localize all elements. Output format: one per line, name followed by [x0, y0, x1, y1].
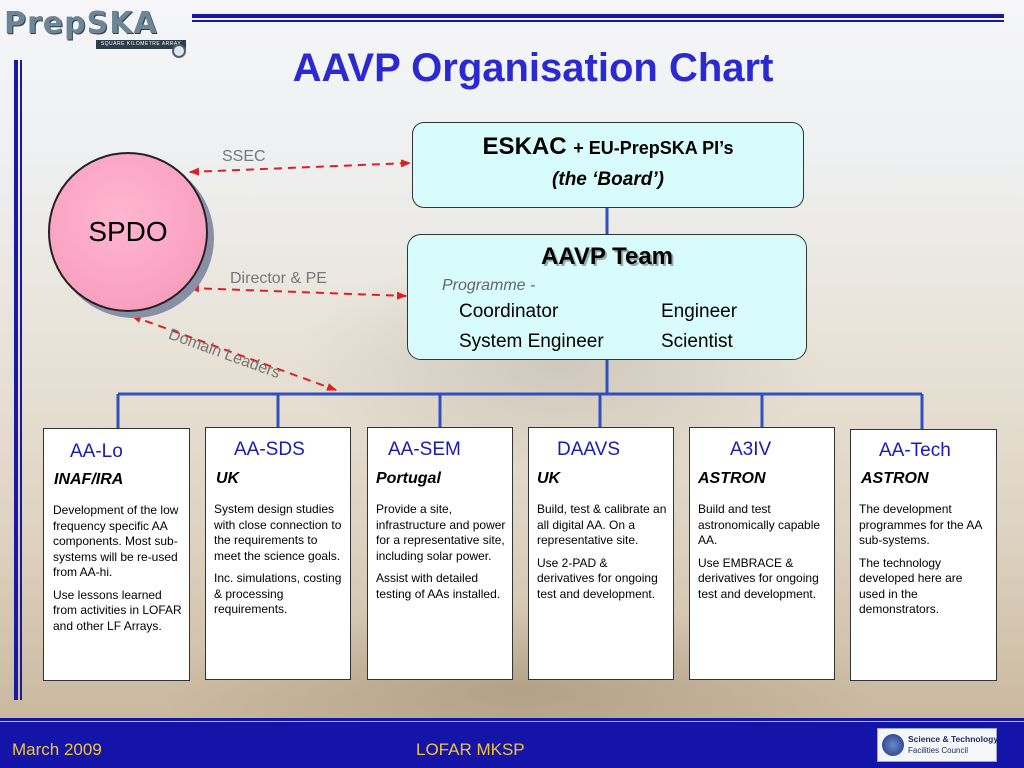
- subsystem-org: ASTRON: [861, 470, 929, 487]
- link-ssec: [189, 159, 411, 176]
- role-system-engineer: System Engineer: [459, 331, 604, 352]
- description-paragraph: Provide a site, infrastructure and power…: [376, 502, 506, 563]
- board-node: ESKAC + EU-PrepSKA PI’s (the ‘Board’): [412, 122, 804, 208]
- subsystem-name: AA-Tech: [879, 440, 951, 461]
- stfc-logo: Science & Technology Facilities Council: [877, 728, 999, 762]
- subsystem-org: Portugal: [376, 470, 441, 487]
- prepska-logo: PrepSKA SQUARE KILOMETRE ARRAY: [4, 4, 190, 58]
- subsystem-name: AA-Lo: [70, 441, 123, 462]
- subsystem-name: AA-SEM: [388, 439, 461, 460]
- description-paragraph: Build, test & calibrate an all digital A…: [537, 502, 667, 547]
- description-paragraph: The technology developed here are used i…: [859, 555, 963, 617]
- left-rule: [14, 60, 18, 700]
- description-paragraph: Assist with detailed testing of AAs inst…: [376, 571, 501, 601]
- subsystem-org: ASTRON: [698, 470, 766, 487]
- role-scientist: Scientist: [661, 331, 733, 352]
- dish-icon: [172, 44, 186, 58]
- slide-title: AAVP Organisation Chart: [292, 46, 774, 90]
- description-paragraph: The development programmes for the AA su…: [859, 502, 982, 547]
- footer-bar: March 2009 LOFAR MKSP Science & Technolo…: [0, 722, 1024, 768]
- subsystem-description: Provide a site, infrastructure and power…: [376, 502, 506, 609]
- board-heading: ESKAC + EU-PrepSKA PI’s: [413, 133, 803, 161]
- left-rule-thin: [20, 60, 22, 700]
- subsystem-description: Build, test & calibrate an all digital A…: [537, 502, 667, 609]
- subsystem-aa-sds: AA-SDS UK System design studies with clo…: [205, 427, 351, 680]
- director-label: Director & PE: [230, 270, 327, 287]
- role-engineer: Engineer: [661, 301, 738, 322]
- footer-date: March 2009: [12, 740, 102, 759]
- subsystem-description: Development of the low frequency specifi…: [53, 503, 185, 641]
- description-paragraph: Build and test astronomically capable AA…: [698, 502, 821, 547]
- team-title: AAVP Team: [540, 243, 674, 270]
- footer-event: LOFAR MKSP: [416, 740, 525, 759]
- description-paragraph: Use lessons learned from activities in L…: [53, 587, 182, 633]
- subsystem-aa-sem: AA-SEM Portugal Provide a site, infrastr…: [367, 427, 513, 680]
- team-node: AAVP Team Programme - Coordinator Engine…: [407, 234, 807, 360]
- board-eskac: ESKAC: [482, 133, 567, 160]
- programme-label: Programme -: [442, 277, 536, 294]
- subsystem-aa-lo: AA-Lo INAF/IRA Development of the low fr…: [43, 428, 190, 681]
- spdo-label: SPDO: [88, 216, 168, 247]
- logo-text: PrepSKA: [4, 6, 158, 41]
- subsystem-description: Build and test astronomically capable AA…: [698, 502, 828, 609]
- description-paragraph: Use EMBRACE & derivatives for ongoing te…: [698, 555, 819, 601]
- stfc-line1: Science & Technology: [908, 734, 999, 744]
- logo-subtext: SQUARE KILOMETRE ARRAY: [96, 40, 186, 49]
- ssec-label: SSEC: [222, 148, 266, 165]
- subsystem-org: UK: [216, 470, 240, 487]
- subsystem-a3iv: A3IV ASTRON Build and test astronomicall…: [689, 427, 835, 680]
- description-paragraph: Inc. simulations, costing & processing r…: [214, 571, 342, 616]
- top-rule-thin: [192, 20, 1004, 22]
- stfc-line2: Facilities Council: [908, 746, 969, 755]
- connector-lines: [116, 159, 924, 429]
- subsystem-aa-tech: AA-Tech ASTRON The development programme…: [850, 429, 997, 681]
- role-coordinator: Coordinator: [459, 301, 559, 322]
- subsystem-daavs: DAAVS UK Build, test & calibrate an all …: [528, 427, 674, 680]
- top-rule: [192, 14, 1004, 18]
- subsystem-org: INAF/IRA: [54, 471, 124, 488]
- description-paragraph: Development of the low frequency specifi…: [53, 503, 179, 579]
- subsystem-name: A3IV: [730, 439, 772, 460]
- board-subtitle: (the ‘Board’): [552, 169, 664, 190]
- subsystem-description: The development programmes for the AA su…: [859, 502, 991, 625]
- subsystem-org: UK: [537, 470, 561, 487]
- board-pis: + EU-PrepSKA PI’s: [573, 138, 734, 158]
- description-paragraph: System design studies with close connect…: [214, 502, 342, 563]
- subsystem-description: System design studies with close connect…: [214, 502, 344, 625]
- subsystem-name: AA-SDS: [234, 439, 305, 460]
- subsystem-name: DAAVS: [557, 439, 621, 460]
- description-paragraph: Use 2-PAD & derivatives for ongoing test…: [537, 555, 658, 601]
- link-director: [189, 284, 407, 300]
- stfc-emblem-icon: [882, 734, 904, 756]
- spdo-node: SPDO: [48, 152, 208, 312]
- footer-rule: [0, 718, 1024, 721]
